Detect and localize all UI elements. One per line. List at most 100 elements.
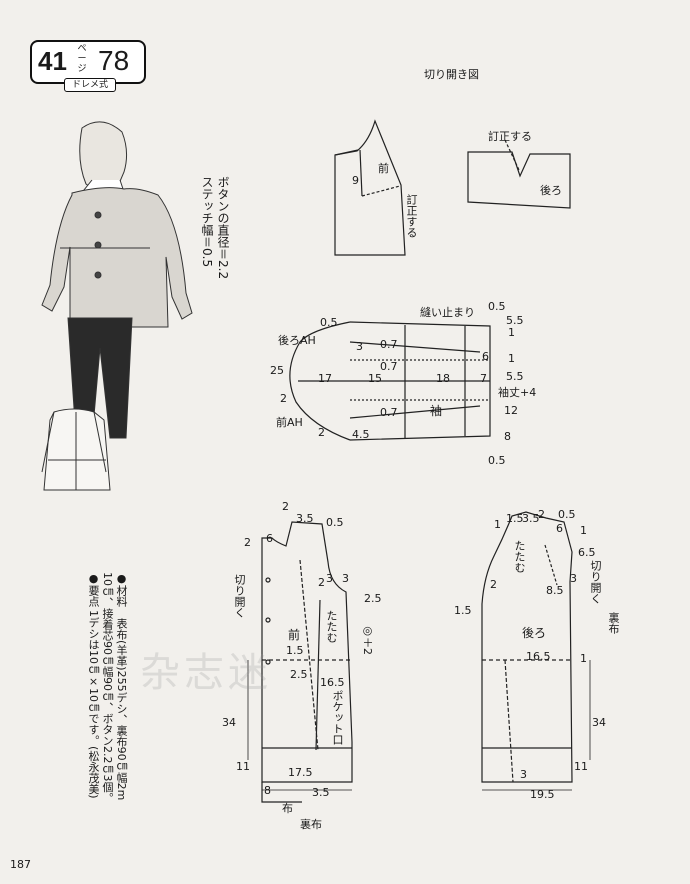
sleeve-m3: 3 — [356, 340, 363, 353]
sleeve-m55b: 5.5 — [506, 370, 524, 383]
button-note: ボタンの直径＝2.2 — [216, 176, 230, 280]
front-m05: 0.5 — [326, 516, 344, 529]
sleeve-length: 袖丈+4 — [498, 386, 537, 399]
back-m85: 8.5 — [546, 584, 564, 597]
front-pocket: ポケット口 — [331, 690, 344, 745]
front-label: 前 — [288, 628, 301, 642]
badge-unit: ページ — [77, 44, 87, 74]
slash-back — [467, 139, 571, 209]
sleeve-m05b: 0.5 — [488, 300, 506, 313]
sleeve-m25: 25 — [270, 364, 284, 377]
materials-note: ●材料 表布(羊革)255デシ、裏布90㎝幅2m — [115, 572, 128, 801]
front-m35b: 3.5 — [312, 786, 330, 799]
front-m34: 34 — [222, 716, 236, 729]
sleeve-m05a: 0.5 — [320, 316, 338, 329]
sleeve-m7: 7 — [480, 372, 487, 385]
back-m3: 3 — [570, 572, 577, 585]
back-m165: 16.5 — [526, 650, 551, 663]
stitch-note: ステッチ幅＝0.5 — [200, 176, 214, 268]
front-m3a: 3 — [326, 572, 333, 585]
badge-subtitle: ドレメ式 — [64, 78, 116, 92]
sleeve-front-ah: 前AH — [276, 416, 303, 429]
page-folio: 187 — [10, 858, 31, 871]
back-lining: 裏布 — [607, 612, 620, 634]
front-cloth: 布 — [282, 802, 293, 815]
sleeve-label: 袖 — [430, 404, 443, 418]
sleeve-m2a: 2 — [280, 392, 287, 405]
back-m65: 6.5 — [578, 546, 596, 559]
front-m11: 11 — [236, 760, 250, 773]
back-m05: 0.5 — [558, 508, 576, 521]
badge-page: 78 — [98, 45, 130, 76]
sleeve-m1b: 1 — [508, 352, 515, 365]
front-m165: 16.5 — [320, 676, 345, 689]
page-badge: 41 ページ 78 — [30, 40, 146, 84]
back-bodice-pattern — [481, 511, 573, 783]
front-m175: 17.5 — [288, 766, 313, 779]
back-m1: 1 — [494, 518, 501, 531]
slash-back-label: 後ろ — [540, 184, 562, 197]
slash-diagram-title: 切り開き図 — [424, 68, 479, 81]
back-label: 後ろ — [522, 626, 547, 640]
sleeve-m15: 15 — [368, 372, 382, 385]
sleeve-m8: 8 — [504, 430, 511, 443]
front-m25b: 2.5 — [290, 668, 308, 681]
back-m11: 11 — [574, 760, 588, 773]
back-m15: 1.5 — [506, 512, 524, 525]
front-m2b: 2 — [244, 536, 251, 549]
front-formula: ◎＋2 — [361, 624, 374, 655]
slash-front — [334, 119, 406, 256]
back-m2: 2 — [538, 508, 545, 521]
sleeve-back-ah: 後ろAH — [278, 334, 316, 347]
front-bodice-pattern — [261, 521, 353, 803]
illustration-figure — [41, 121, 193, 439]
points-title: ●要点 — [87, 572, 100, 607]
back-m15b: 1.5 — [454, 604, 472, 617]
materials-note-2: 10㎝、接着芯90㎝幅90㎝、ボタン2.2㎝3個。 — [101, 572, 114, 804]
sleeve-m1a: 1 — [508, 326, 515, 339]
back-m1b: 1 — [580, 524, 587, 537]
front-m25a: 2.5 — [364, 592, 382, 605]
sleeve-m12: 12 — [504, 404, 518, 417]
back-m2b: 2 — [490, 578, 497, 591]
back-m34: 34 — [592, 716, 606, 729]
sleeve-pattern — [289, 321, 491, 441]
slash-front-adjust: 訂正する — [405, 194, 418, 238]
slash-front-nine: 9 — [352, 174, 359, 187]
front-m2c: 2 — [318, 576, 325, 589]
front-m2: 2 — [282, 500, 289, 513]
slash-back-adjust: 訂正する — [488, 130, 532, 143]
back-m6: 6 — [556, 522, 563, 535]
illustration-back — [41, 408, 111, 491]
watermark: 杂志迷 — [140, 650, 272, 696]
sleeve-m07a: 0.7 — [380, 338, 398, 351]
back-m3b: 3 — [520, 768, 527, 781]
sleeve-m6: 6 — [482, 350, 489, 363]
points-note: 1デシは10㎝×10㎝です。(松永茂美) — [87, 610, 100, 799]
sleeve-cuff: 縫い止まり — [420, 306, 475, 319]
front-tatamu: たたむ — [325, 610, 338, 643]
front-kiri: 切り開く — [233, 574, 246, 618]
dimension-lines — [247, 660, 591, 791]
front-m6: 6 — [266, 532, 273, 545]
sleeve-m07b: 0.7 — [380, 360, 398, 373]
sleeve-m45: 4.5 — [352, 428, 370, 441]
front-m8: 8 — [264, 784, 271, 797]
front-m3b: 3 — [342, 572, 349, 585]
back-kiri: 切り開く — [589, 560, 602, 604]
front-m35: 3.5 — [296, 512, 314, 525]
sleeve-m18: 18 — [436, 372, 450, 385]
sleeve-m2b: 2 — [318, 426, 325, 439]
back-m35: 3.5 — [522, 512, 540, 525]
sleeve-m07c: 0.7 — [380, 406, 398, 419]
sleeve-m05c: 0.5 — [488, 454, 506, 467]
sleeve-m55a: 5.5 — [506, 314, 524, 327]
front-lining: 裏布 — [300, 818, 322, 831]
slash-front-label: 前 — [378, 162, 389, 175]
sleeve-m17: 17 — [318, 372, 332, 385]
back-m1c: 1 — [580, 652, 587, 665]
back-m195: 19.5 — [530, 788, 555, 801]
back-tatamu: たたむ — [513, 540, 526, 573]
